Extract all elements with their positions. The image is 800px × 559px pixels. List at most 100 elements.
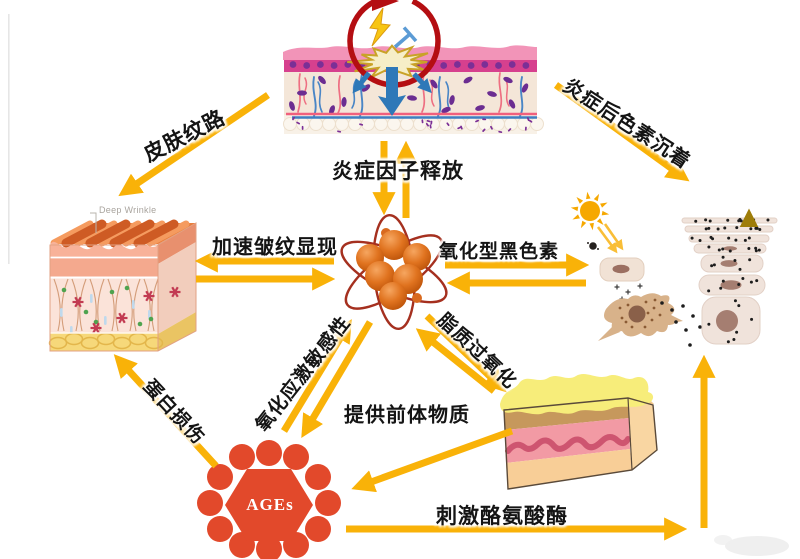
melanin-dash	[337, 130, 342, 133]
ages-hexagon	[225, 469, 313, 541]
arrow-post-inflammatory-pigmentation	[553, 82, 690, 182]
pigment-speck	[643, 325, 647, 329]
melanin-dot	[723, 226, 727, 230]
basal-cell-dot	[440, 62, 448, 69]
cell-nucleus	[716, 310, 738, 332]
collagen-fiber	[53, 278, 61, 332]
oxidized-melanin-label: 氧化型黑色素	[438, 241, 560, 263]
wrinkle-groove	[133, 219, 179, 248]
provide-precursor-label: 提供前体物质	[344, 404, 470, 427]
melanin-dash	[457, 126, 462, 130]
arrow-lipid-peroxidation-up	[415, 328, 497, 394]
electron-dot	[412, 293, 422, 303]
melanin-dot	[726, 340, 730, 344]
immune-cell	[318, 75, 326, 85]
pigment-speck	[644, 300, 648, 304]
sun-ray	[570, 206, 579, 212]
radical-speck	[597, 248, 599, 250]
melanin-dot	[717, 248, 721, 252]
subq-lobule	[465, 117, 479, 131]
melanin-dot	[737, 283, 741, 287]
inflamed-skin-illustration	[283, 0, 544, 134]
melanin-dot	[755, 279, 759, 283]
melanin-dash	[498, 130, 503, 134]
melanin-dot	[727, 236, 731, 240]
melanin-dot	[698, 325, 702, 329]
accelerate-wrinkle-label: 加速皱纹显现	[212, 236, 338, 259]
vessel-path	[498, 72, 503, 113]
melanin-dot	[698, 238, 702, 242]
immune-cell	[463, 76, 473, 84]
pigment-speck	[653, 298, 657, 302]
artifact-line	[8, 14, 10, 264]
melanin-dot	[757, 248, 761, 252]
pigment-speck	[620, 316, 624, 320]
arrow-protein-damage	[113, 354, 219, 469]
melanin-dot	[721, 255, 725, 259]
melanin-dash	[526, 117, 530, 122]
pigment-speck	[650, 318, 654, 322]
cell-nucleus	[612, 264, 630, 274]
lightning-bolt-icon	[369, 7, 391, 47]
fibroblast-star	[171, 286, 179, 298]
melanin-dot	[738, 218, 742, 222]
elastin-dash	[90, 294, 93, 303]
cell-dot	[61, 287, 67, 293]
inflammation-spread-arrow-left	[352, 71, 371, 94]
dermis-band	[505, 418, 630, 463]
melanin-dot	[694, 219, 698, 223]
melanin-dot	[752, 218, 756, 222]
elastin-dash	[104, 316, 107, 325]
fibroblast-star	[92, 322, 100, 334]
melanocyte-dendrite	[667, 313, 683, 324]
subq-lobule	[400, 117, 414, 131]
melanin-dash	[507, 128, 512, 132]
cell-dot	[83, 309, 89, 315]
melanin-dot	[691, 314, 695, 318]
basal-cell-dot	[495, 62, 502, 69]
uv-ray-arrow	[596, 226, 618, 254]
sun-ray	[600, 202, 608, 208]
side-face	[628, 398, 657, 470]
wrinkle-crest	[74, 220, 118, 247]
ages-subunit	[283, 444, 309, 470]
elastin-dash	[132, 300, 135, 309]
subq-lobule	[309, 117, 323, 131]
melanin-dot	[674, 320, 678, 324]
radical-sphere	[379, 282, 407, 310]
melanin-dash	[528, 119, 533, 123]
arrow-oxidative-stress-up	[281, 319, 352, 433]
inflammation-cycle-arrowhead	[372, 0, 399, 11]
immune-cell	[521, 83, 529, 93]
collagen-fiber	[143, 278, 151, 332]
melanin-dot	[721, 279, 725, 283]
melanin-dash	[475, 119, 479, 123]
pigment-speck	[624, 320, 628, 324]
arrow-skin-texture	[118, 92, 270, 197]
ages-subunit	[315, 490, 341, 516]
basal-cell-dot	[454, 61, 461, 68]
melanin-transfer-stack-illustration	[681, 217, 778, 345]
immune-cell	[407, 95, 417, 101]
pigment-speck	[618, 306, 622, 310]
melanocyte-dendrite	[598, 326, 620, 341]
melanin-dot	[741, 277, 745, 281]
inflammation-spread-arrow-right	[412, 72, 432, 94]
stimulate-tyrosinase-label: 刺激酪氨酸酶	[436, 505, 568, 528]
ages-subunit	[229, 444, 255, 470]
immune-cell	[341, 97, 347, 107]
melanin-dot	[743, 238, 747, 242]
wrinkled-skin-block-illustration	[48, 212, 197, 352]
sun-ray	[572, 214, 580, 220]
melanin-dash	[446, 122, 450, 127]
melanin-dash	[482, 118, 487, 121]
subq-lobule	[439, 117, 453, 131]
inflammatory-factor-release-label: 炎症因子释放	[332, 160, 464, 183]
sun-ray	[601, 210, 610, 216]
melanin-dot	[688, 343, 692, 347]
scan-artifacts	[8, 14, 789, 556]
melanin-dash	[425, 122, 430, 127]
side-fat	[158, 312, 196, 351]
ages-subunit	[256, 536, 282, 559]
fibroblast-star	[145, 290, 153, 302]
